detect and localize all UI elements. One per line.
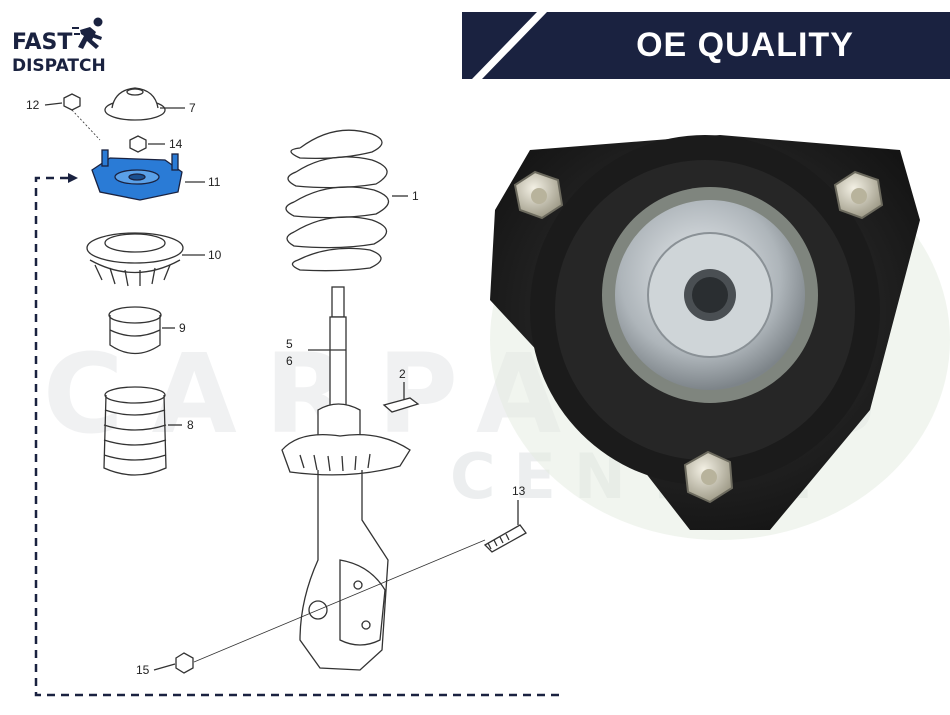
exploded-diagram <box>34 87 560 697</box>
callout-14: 14 <box>169 137 183 151</box>
dispatch-logo-text: DISPATCH <box>12 56 106 76</box>
callout-9: 9 <box>179 321 186 335</box>
callout-10: 10 <box>208 248 222 262</box>
callout-1: 1 <box>412 189 419 203</box>
runner-icon <box>72 17 103 49</box>
callout-15: 15 <box>136 663 150 677</box>
callout-5: 5 <box>286 337 293 351</box>
banner-shape <box>462 12 950 79</box>
callout-8: 8 <box>187 418 194 432</box>
callout-6: 6 <box>286 354 293 368</box>
top-mount-photo <box>490 135 950 540</box>
callout-12: 12 <box>26 98 40 112</box>
callout-2: 2 <box>399 367 406 381</box>
callout-7: 7 <box>189 101 196 115</box>
callout-11: 11 <box>208 175 221 189</box>
banner-title: OE QUALITY <box>636 26 854 64</box>
fast-logo-text: FAST <box>12 30 73 55</box>
callout-13: 13 <box>512 484 526 498</box>
